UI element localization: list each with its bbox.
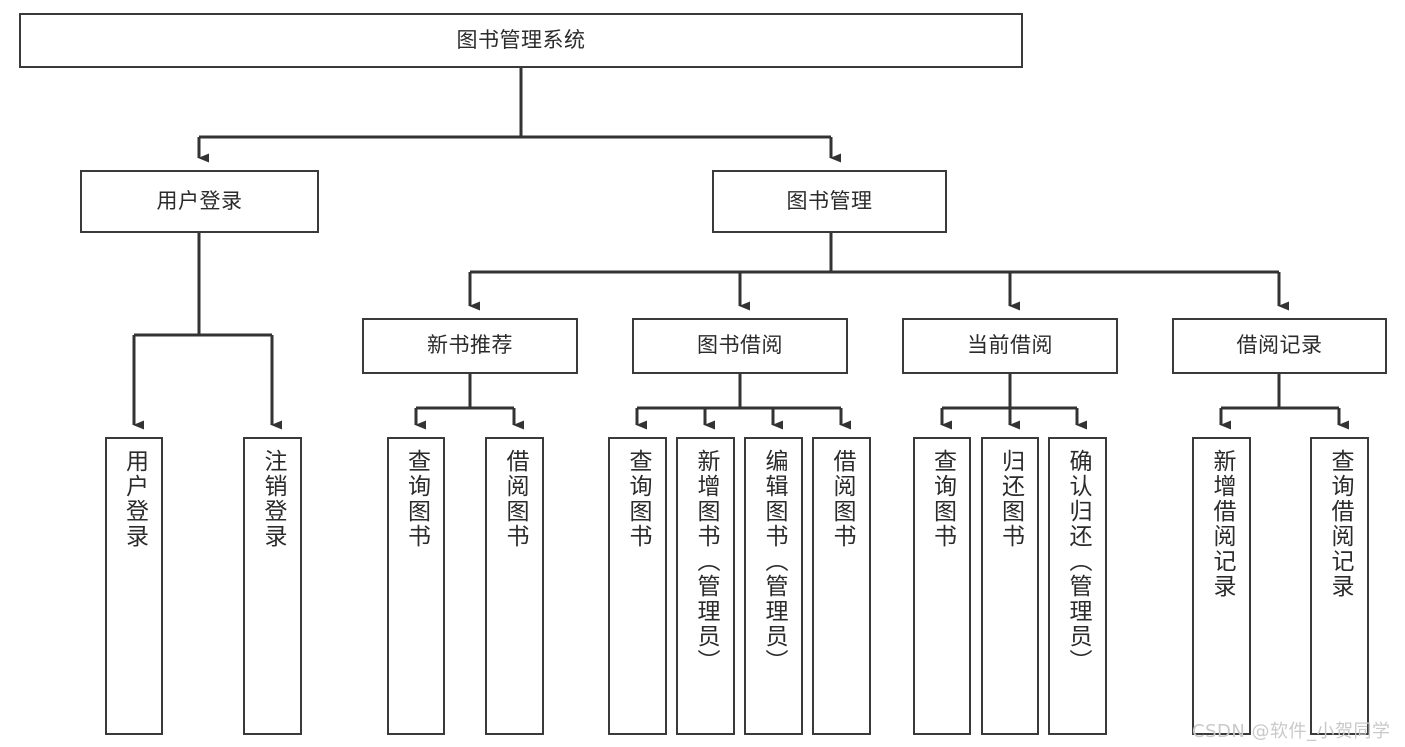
leaf-node-label: 查询图书 bbox=[625, 449, 651, 549]
node-new-book-recommend[interactable]: 新书推荐 bbox=[362, 318, 578, 374]
leaf-node-label: 新增图书（管理员） bbox=[693, 449, 719, 674]
leaf-node[interactable]: 借阅图书 bbox=[485, 437, 544, 735]
node-root[interactable]: 图书管理系统 bbox=[19, 13, 1023, 68]
node-borrow-record-label: 借阅记录 bbox=[1236, 333, 1323, 358]
node-new-book-recommend-label: 新书推荐 bbox=[427, 333, 513, 358]
leaf-node[interactable]: 注销登录 bbox=[243, 437, 302, 735]
leaf-node[interactable]: 用户登录 bbox=[105, 437, 163, 735]
leaf-node-label: 新增借阅记录 bbox=[1209, 449, 1235, 599]
leaf-node-label: 借阅图书 bbox=[829, 449, 855, 549]
leaf-node[interactable]: 归还图书 bbox=[981, 437, 1039, 735]
node-book-management[interactable]: 图书管理 bbox=[712, 170, 947, 233]
node-book-borrow-label: 图书借阅 bbox=[697, 333, 783, 358]
leaf-node-label: 查询图书 bbox=[403, 449, 430, 549]
leaf-node-label: 查询借阅记录 bbox=[1327, 449, 1353, 599]
leaf-node[interactable]: 查询借阅记录 bbox=[1310, 437, 1369, 735]
leaf-node[interactable]: 借阅图书 bbox=[812, 437, 871, 735]
leaf-node[interactable]: 查询图书 bbox=[608, 437, 667, 735]
leaf-node-label: 注销登录 bbox=[260, 449, 286, 549]
leaf-node-label: 查询图书 bbox=[929, 449, 956, 549]
node-user-login[interactable]: 用户登录 bbox=[80, 170, 319, 233]
node-current-borrow[interactable]: 当前借阅 bbox=[902, 318, 1118, 374]
leaf-node[interactable]: 查询图书 bbox=[387, 437, 445, 735]
node-borrow-record[interactable]: 借阅记录 bbox=[1172, 318, 1387, 374]
leaf-node[interactable]: 编辑图书（管理员） bbox=[744, 437, 803, 735]
leaf-node-label: 借阅图书 bbox=[502, 449, 528, 549]
leaf-node-label: 确认归还（管理员） bbox=[1065, 449, 1091, 674]
node-root-label: 图书管理系统 bbox=[456, 27, 586, 52]
node-book-borrow[interactable]: 图书借阅 bbox=[632, 318, 848, 374]
leaf-node-label: 用户登录 bbox=[121, 449, 148, 549]
node-user-login-label: 用户登录 bbox=[156, 188, 243, 213]
leaf-node-label: 归还图书 bbox=[997, 449, 1024, 549]
leaf-node[interactable]: 新增借阅记录 bbox=[1192, 437, 1251, 735]
leaf-node[interactable]: 新增图书（管理员） bbox=[676, 437, 735, 735]
leaf-node-label: 编辑图书（管理员） bbox=[761, 449, 787, 674]
node-current-borrow-label: 当前借阅 bbox=[967, 333, 1053, 358]
leaf-node[interactable]: 查询图书 bbox=[913, 437, 971, 735]
node-book-management-label: 图书管理 bbox=[786, 188, 873, 213]
leaf-node[interactable]: 确认归还（管理员） bbox=[1048, 437, 1107, 735]
